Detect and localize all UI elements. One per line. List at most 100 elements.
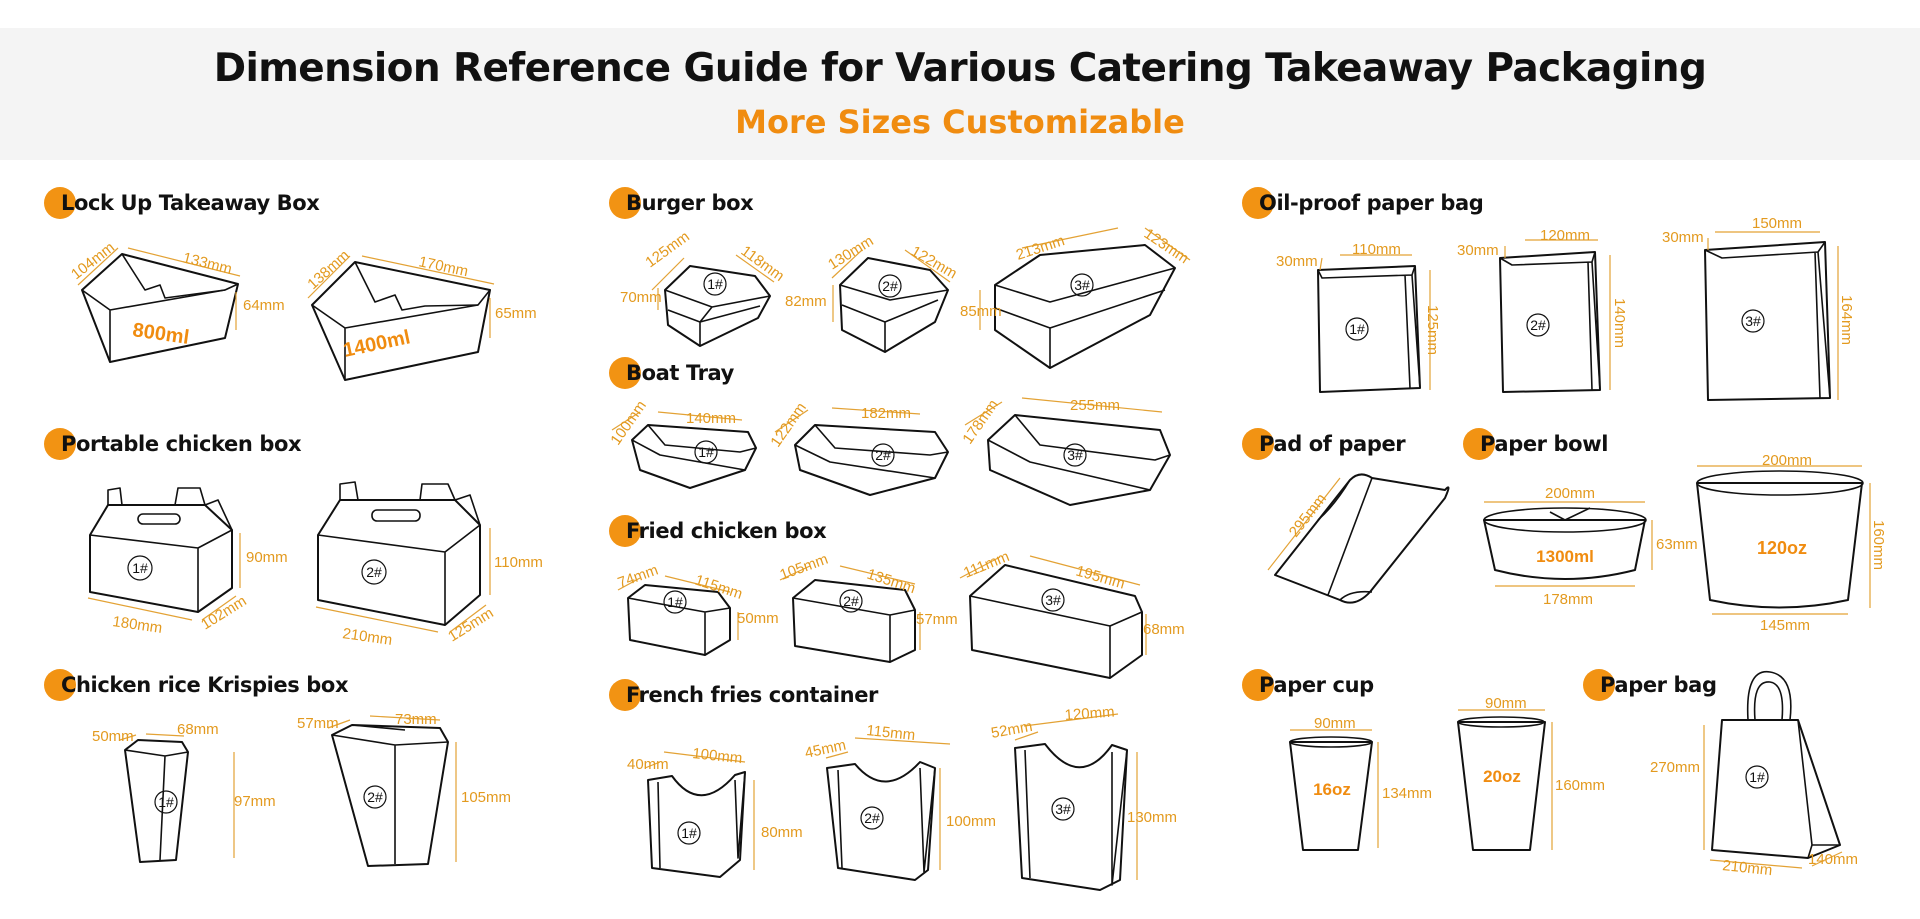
svg-text:3#: 3#: [1055, 801, 1071, 817]
paper-bowl-120oz: 120oz 200mm 160mm 145mm: [1696, 452, 1887, 634]
svg-text:52mm: 52mm: [990, 718, 1034, 742]
svg-text:270mm: 270mm: [1650, 759, 1700, 776]
svg-text:1#: 1#: [158, 794, 174, 810]
bullet-dot: [1242, 428, 1274, 460]
portable-chicken-box-1: 1# 90mm 180mm 102mm: [87, 487, 288, 637]
svg-text:125mm: 125mm: [642, 228, 692, 271]
svg-text:63mm: 63mm: [1656, 536, 1698, 553]
svg-text:2#: 2#: [864, 810, 880, 826]
svg-text:45mm: 45mm: [803, 737, 847, 762]
bullet-dot: [609, 357, 641, 389]
svg-text:160mm: 160mm: [1870, 520, 1887, 570]
lock-up-box-800ml: 104mm 133mm 64mm 800ml: [68, 239, 285, 363]
bullet-dot: [44, 669, 76, 701]
page-subtitle: More Sizes Customizable: [735, 103, 1185, 141]
svg-text:68mm: 68mm: [1143, 621, 1185, 638]
svg-text:100mm: 100mm: [692, 745, 744, 767]
svg-text:150mm: 150mm: [1752, 215, 1802, 232]
paper-bowl-1300ml: 1300ml 200mm 63mm 178mm: [1483, 485, 1698, 608]
bullet-dot: [1242, 187, 1274, 219]
svg-text:120mm: 120mm: [1540, 227, 1590, 244]
oil-proof-paper-bag-2: 2# 30mm 120mm 140mm: [1457, 227, 1628, 393]
svg-text:85mm: 85mm: [960, 303, 1002, 320]
svg-text:178mm: 178mm: [1543, 591, 1593, 608]
svg-text:200mm: 200mm: [1545, 485, 1595, 502]
svg-text:30mm: 30mm: [1276, 253, 1318, 270]
svg-text:82mm: 82mm: [785, 293, 827, 310]
french-fries-container-2: 2# 45mm 115mm 100mm: [803, 722, 996, 881]
svg-text:1#: 1#: [1749, 769, 1765, 785]
svg-text:1#: 1#: [698, 444, 714, 460]
burger-box-2: 2# 130mm 122mm 82mm: [785, 232, 960, 353]
paper-cup-16oz: 16oz 90mm 134mm: [1289, 715, 1432, 851]
oil-proof-paper-bag-3: 3# 30mm 150mm 164mm: [1662, 215, 1855, 401]
paper-bag: 1# 270mm 210mm 140mm: [1650, 671, 1858, 879]
svg-text:3#: 3#: [1074, 277, 1090, 293]
svg-text:120oz: 120oz: [1757, 538, 1807, 558]
svg-text:105mm: 105mm: [778, 551, 831, 584]
boat-tray-3: 3# 178mm 255mm: [959, 397, 1171, 506]
svg-text:30mm: 30mm: [1662, 229, 1704, 246]
svg-text:65mm: 65mm: [495, 305, 537, 322]
svg-text:50mm: 50mm: [737, 610, 779, 627]
svg-text:182mm: 182mm: [861, 405, 911, 422]
svg-text:3#: 3#: [1067, 447, 1083, 463]
svg-text:145mm: 145mm: [1760, 617, 1810, 634]
pad-of-paper: 295mm: [1267, 473, 1450, 604]
svg-text:110mm: 110mm: [1352, 241, 1401, 258]
svg-text:20oz: 20oz: [1483, 767, 1521, 786]
svg-text:2#: 2#: [882, 278, 898, 294]
burger-box-3: 3# 213mm 123mm 85mm: [960, 225, 1192, 369]
svg-text:50mm: 50mm: [92, 728, 134, 745]
svg-text:120mm: 120mm: [1064, 704, 1115, 724]
svg-text:100mm: 100mm: [946, 813, 996, 830]
portable-chicken-box-2: 2# 110mm 210mm 125mm: [315, 481, 543, 649]
bullet-dot: [609, 515, 641, 547]
svg-text:210mm: 210mm: [341, 625, 393, 649]
lock-up-box-1400ml: 138mm 170mm 65mm 1400ml: [304, 247, 537, 381]
svg-text:115mm: 115mm: [866, 722, 916, 744]
burger-box-1: 1# 125mm 118mm 70mm: [620, 228, 787, 347]
svg-text:255mm: 255mm: [1070, 397, 1120, 414]
svg-text:140mm: 140mm: [686, 410, 736, 427]
fried-chicken-box-1: 1# 74mm 115mm 50mm: [616, 562, 779, 656]
svg-text:57mm: 57mm: [916, 611, 958, 628]
boat-tray-1: 1# 100mm 140mm: [607, 398, 757, 489]
bullet-dot: [44, 428, 76, 460]
paper-cup-20oz: 20oz 90mm 160mm: [1457, 695, 1605, 851]
header-band: [0, 28, 1920, 160]
svg-text:2#: 2#: [843, 593, 859, 609]
svg-text:40mm: 40mm: [627, 756, 669, 773]
svg-text:30mm: 30mm: [1457, 242, 1499, 259]
svg-text:2#: 2#: [1530, 317, 1546, 333]
svg-text:1#: 1#: [667, 594, 683, 610]
bullet-dot: [1463, 428, 1495, 460]
svg-text:1#: 1#: [681, 825, 697, 841]
bullet-dot: [1242, 669, 1274, 701]
french-fries-container-3: 3# 52mm 120mm 130mm: [990, 704, 1177, 891]
svg-text:134mm: 134mm: [1382, 785, 1432, 802]
fried-chicken-box-2: 2# 105mm 135mm 57mm: [778, 551, 958, 663]
svg-text:2#: 2#: [875, 447, 891, 463]
svg-text:90mm: 90mm: [1485, 695, 1527, 712]
svg-text:140mm: 140mm: [1808, 851, 1858, 868]
svg-text:1300ml: 1300ml: [1536, 547, 1594, 566]
bullet-dot: [609, 679, 641, 711]
svg-text:110mm: 110mm: [494, 554, 543, 571]
svg-text:1#: 1#: [707, 276, 723, 292]
svg-text:73mm: 73mm: [395, 711, 437, 728]
french-fries-container-1: 1# 40mm 100mm 80mm: [627, 745, 803, 878]
svg-text:160mm: 160mm: [1555, 777, 1605, 794]
bullet-dot: [609, 187, 641, 219]
svg-text:64mm: 64mm: [243, 297, 285, 314]
svg-text:90mm: 90mm: [1314, 715, 1356, 732]
svg-text:80mm: 80mm: [761, 824, 803, 841]
svg-text:3#: 3#: [1745, 313, 1761, 329]
svg-text:57mm: 57mm: [297, 715, 339, 732]
svg-text:2#: 2#: [366, 564, 382, 580]
fried-chicken-box-3: 3# 111mm 195mm 68mm: [959, 548, 1185, 679]
svg-text:97mm: 97mm: [234, 793, 276, 810]
svg-text:125mm: 125mm: [1424, 305, 1441, 355]
svg-text:1#: 1#: [1349, 321, 1365, 337]
